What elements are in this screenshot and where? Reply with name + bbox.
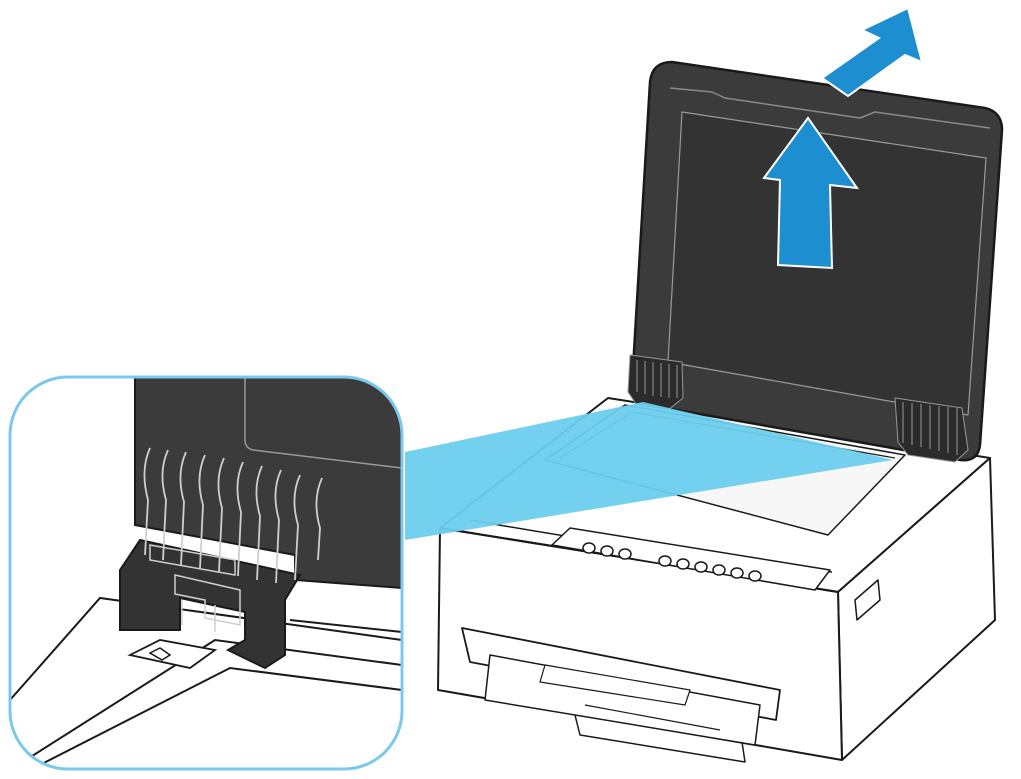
arrow-up-right-icon xyxy=(820,6,924,98)
panel-button xyxy=(676,558,690,570)
zoom-hinge-details xyxy=(149,544,241,632)
zoom-alignment-mark xyxy=(127,639,218,669)
panel-button xyxy=(712,564,726,576)
callout-hinge-detail xyxy=(10,377,402,769)
cover-hinge-right xyxy=(894,397,969,463)
panel-button xyxy=(600,545,614,557)
zoom-cover-inner-edge xyxy=(244,377,402,469)
zoom-alignment-glyph xyxy=(148,647,172,661)
zoom-hinge-ribs xyxy=(143,447,323,584)
panel-button xyxy=(730,567,744,579)
callout-circle-border xyxy=(8,375,404,771)
printer-base xyxy=(574,714,746,763)
zoom-surface-line xyxy=(29,666,402,769)
panel-button xyxy=(618,548,632,560)
arrow-up-icon xyxy=(762,116,860,270)
zoom-glass-edge xyxy=(10,619,402,769)
cover-top-strip xyxy=(669,87,991,129)
callout-beam xyxy=(405,402,893,540)
panel-button xyxy=(694,561,708,573)
panel-button xyxy=(582,542,596,554)
panel-buttons xyxy=(582,542,762,582)
panel-button xyxy=(748,570,762,582)
zoom-hinge-body xyxy=(119,538,302,670)
side-grip xyxy=(854,579,881,621)
paper-output-tray-extension xyxy=(539,664,691,706)
panel-button xyxy=(658,555,672,567)
cover-hinge-left xyxy=(627,354,684,411)
front-cover-line xyxy=(584,704,721,731)
